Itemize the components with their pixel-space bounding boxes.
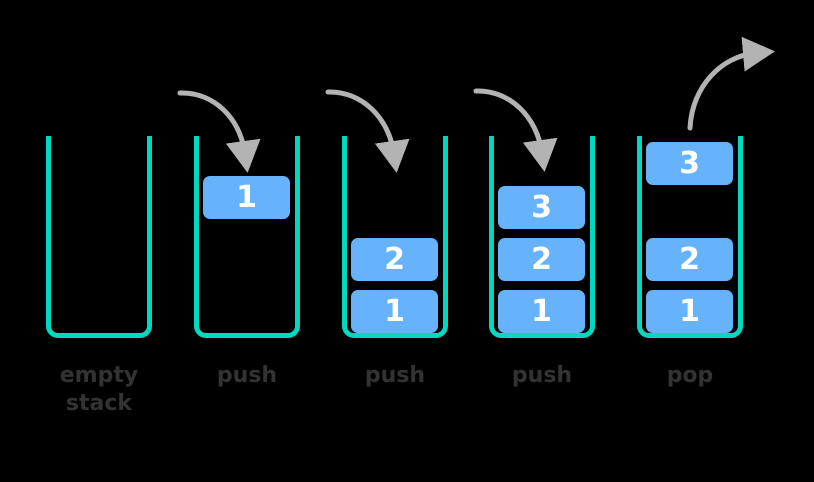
step-label-1: empty stack	[59, 363, 139, 416]
stack-block-1: 1	[498, 290, 585, 333]
stack-block-1: 1	[646, 290, 733, 333]
pop-arrow-icon	[687, 36, 775, 131]
stack-container-3	[342, 136, 448, 338]
stack-container-2	[194, 136, 300, 338]
stack-container-4	[489, 136, 595, 338]
step-label-3: push	[364, 363, 426, 388]
stack-container-1	[46, 136, 152, 338]
stack-block-2: 2	[498, 238, 585, 281]
step-label-2: push	[216, 363, 278, 388]
stack-block-3: 3	[498, 186, 585, 229]
stack-block-1: 1	[351, 290, 438, 333]
stack-block-2: 2	[351, 238, 438, 281]
stack-container-5	[637, 136, 743, 338]
stack-block-1: 1	[203, 176, 290, 219]
step-label-5: pop	[666, 363, 714, 388]
stack-block-3-popped: 3	[646, 142, 733, 185]
step-label-4: push	[511, 363, 573, 388]
stack-block-2: 2	[646, 238, 733, 281]
